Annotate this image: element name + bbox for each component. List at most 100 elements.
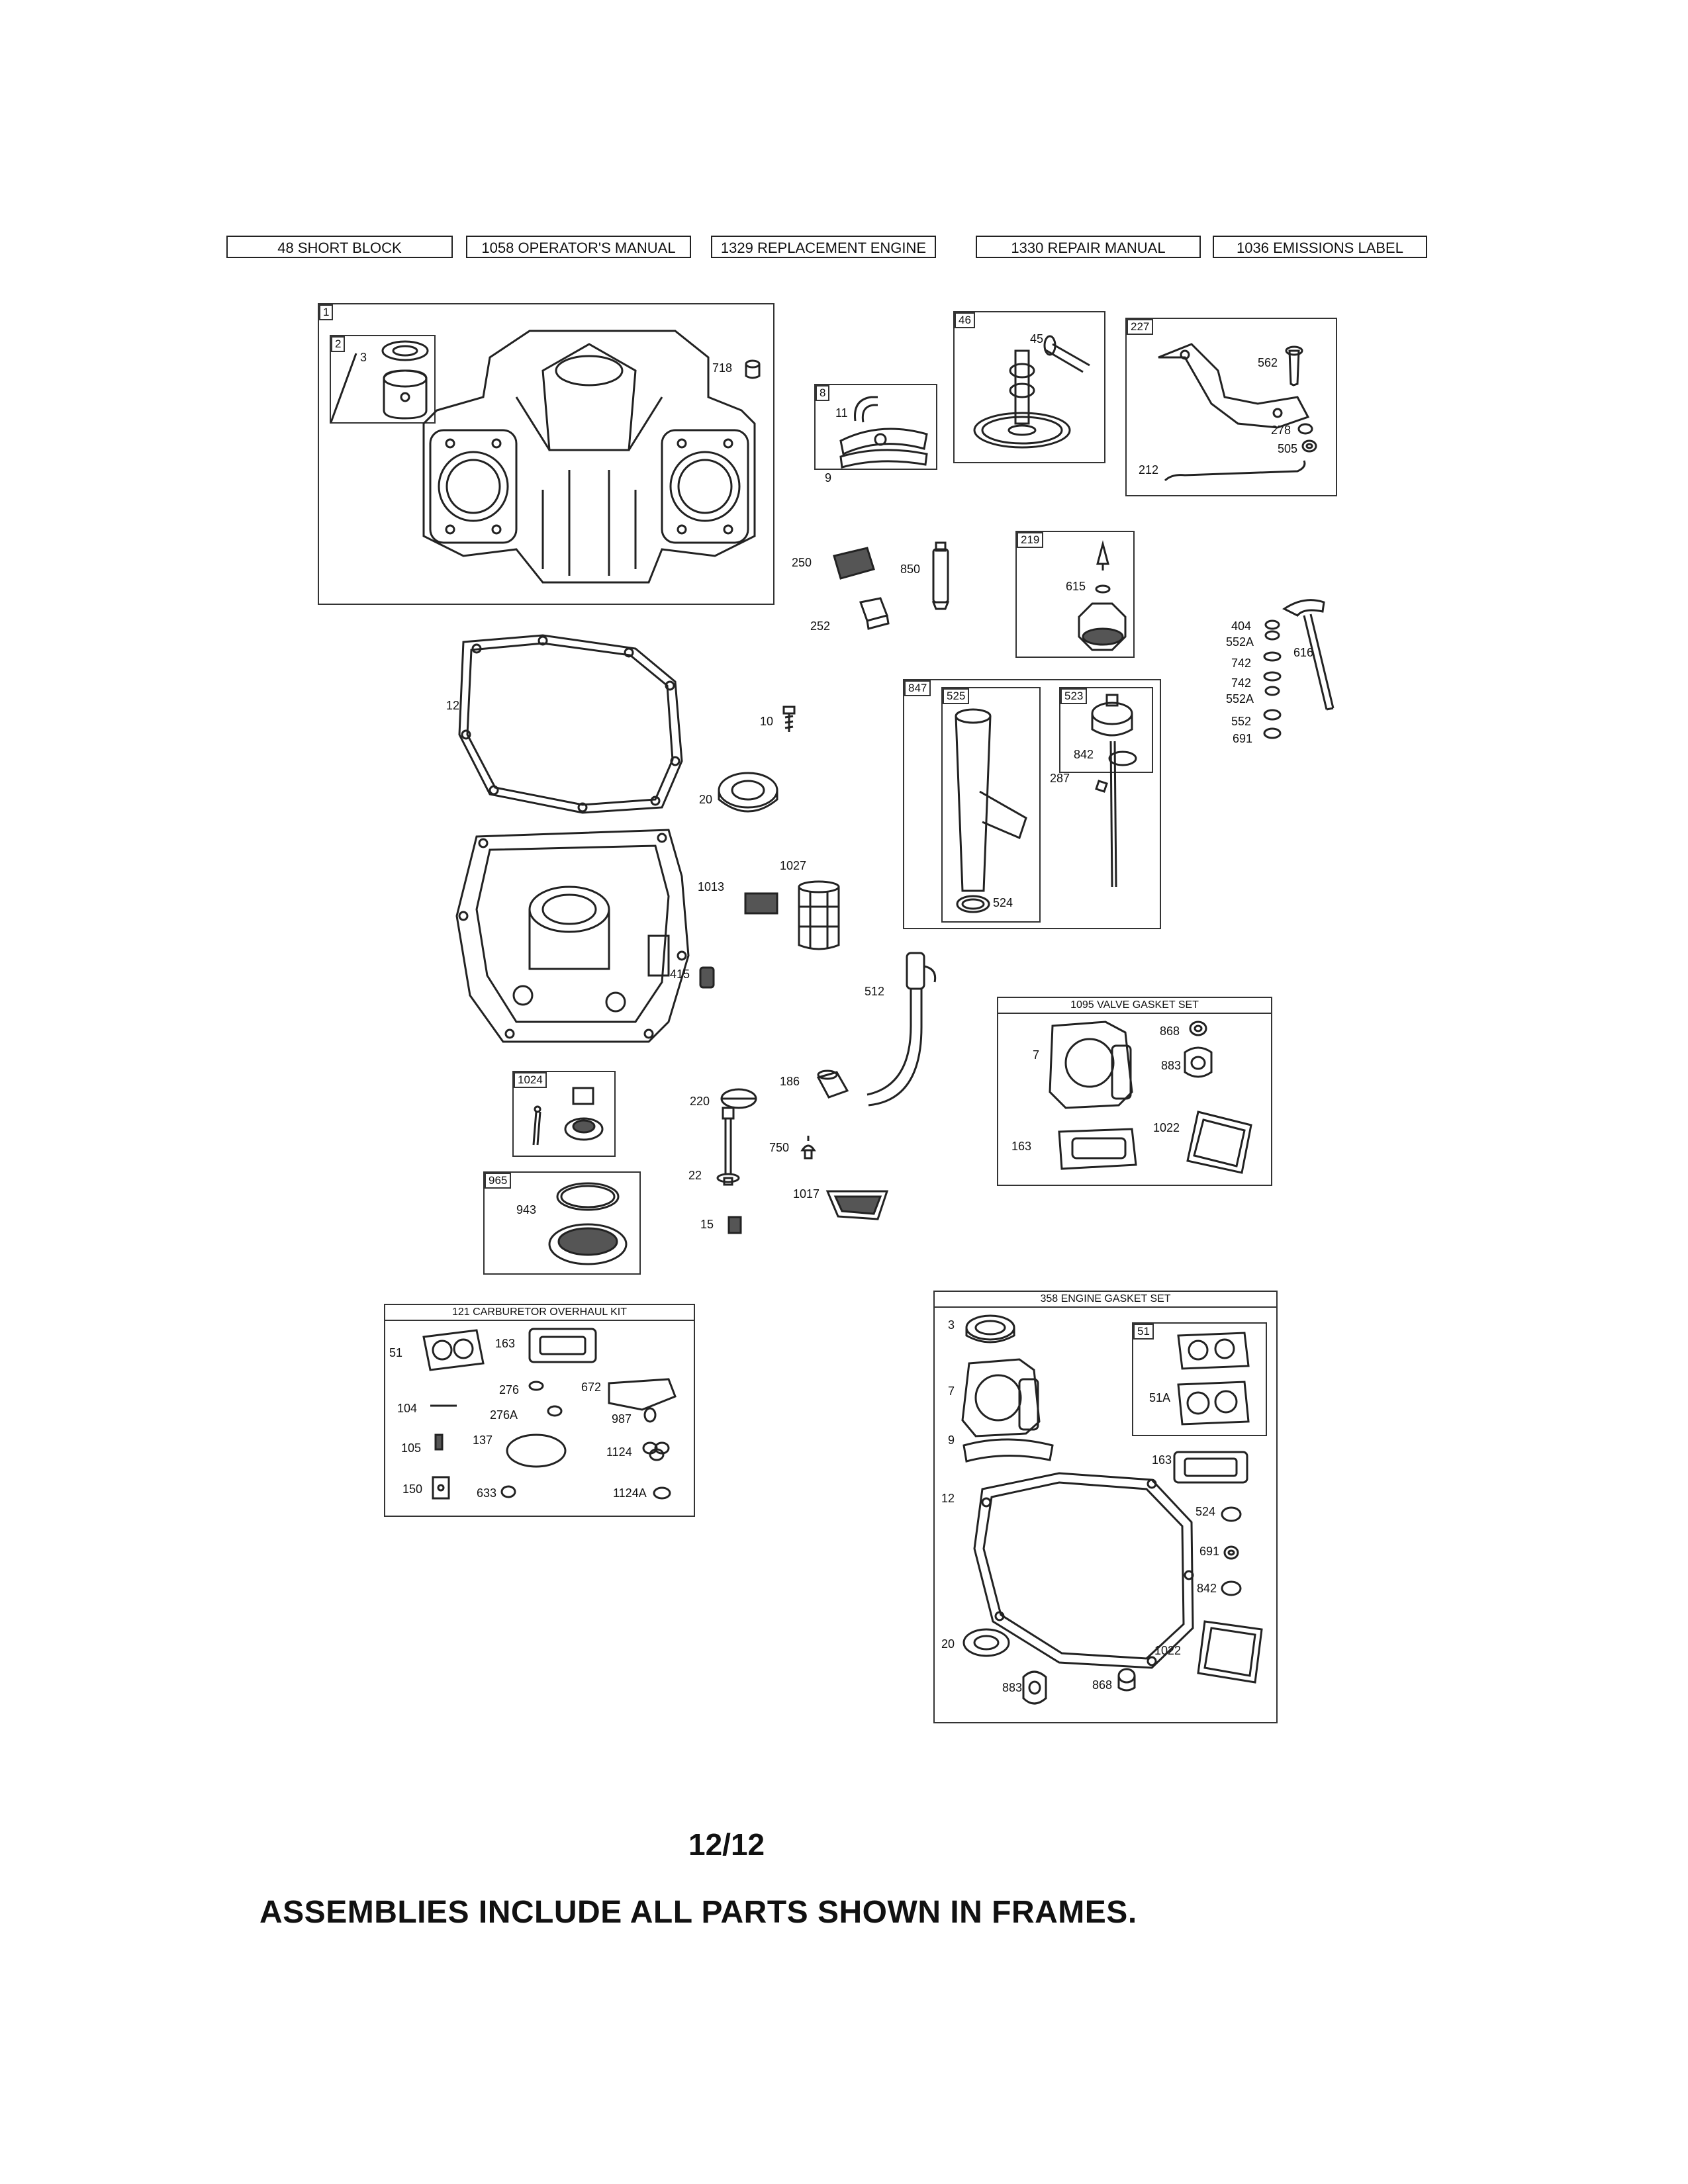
part-label: 633 <box>477 1486 497 1500</box>
frame-tag: 8 <box>816 385 830 401</box>
frame-oil-pump-cover: 965 <box>483 1171 641 1275</box>
oil-seal-icon <box>718 772 778 813</box>
hose-fitting-icon <box>816 1069 849 1099</box>
cylinder-block-icon <box>422 330 756 584</box>
part-label: 45 <box>1030 332 1044 345</box>
part-label: 105 <box>401 1441 422 1455</box>
crankcase-cover-icon <box>455 829 690 1043</box>
part-label: 868 <box>1092 1678 1113 1692</box>
frame-governor-lever: 227 <box>1125 318 1337 496</box>
frame-tag: 523 <box>1060 688 1088 704</box>
header-item-repair-manual: 1330 REPAIR MANUAL <box>976 236 1201 258</box>
part-label: 51 <box>389 1346 403 1359</box>
part-label: 562 <box>1258 356 1278 369</box>
part-label: 505 <box>1278 442 1298 455</box>
engine-gasket-set-icon <box>961 1314 1263 1705</box>
frame-carburetor-overhaul-kit: 121 CARBURETOR OVERHAUL KIT <box>384 1304 695 1517</box>
part-label: 524 <box>1196 1505 1216 1518</box>
dipstick-tube-icon <box>955 708 1027 913</box>
frame-camshaft: 46 <box>953 311 1105 463</box>
part-label: 512 <box>865 985 885 998</box>
frame-tag: 525 <box>943 688 970 704</box>
dowel-pin-icon <box>745 359 761 379</box>
frame-valve-gasket-set: 1095 VALVE GASKET SET <box>997 997 1272 1186</box>
header-item-short-block: 48 SHORT BLOCK <box>226 236 453 258</box>
part-label: 22 <box>688 1169 702 1182</box>
bolt-icon <box>716 1107 740 1186</box>
crankcase-gasket-icon <box>458 634 683 814</box>
part-label: 9 <box>825 471 832 484</box>
part-label: 883 <box>1161 1059 1182 1072</box>
piston-ring-seal-icon <box>381 340 429 420</box>
header-item-replacement-engine: 1329 REPLACEMENT ENGINE <box>711 236 936 258</box>
part-label: 10 <box>760 715 774 728</box>
governor-shaft-washers-icon <box>1263 599 1335 739</box>
part-label: 672 <box>581 1381 602 1394</box>
part-label: 842 <box>1197 1582 1217 1595</box>
frame-tag: 965 <box>485 1173 512 1189</box>
part-label: 552A <box>1226 635 1254 649</box>
dipstick-cap-icon <box>720 1088 757 1109</box>
frame-intake-gasket: 51 <box>1132 1322 1267 1436</box>
part-label: 1017 <box>793 1187 820 1201</box>
frame-oil-pump: 1024 <box>512 1071 616 1157</box>
part-label: 11 <box>835 406 848 420</box>
part-label: 1124 <box>606 1445 632 1459</box>
part-label: 137 <box>473 1433 493 1447</box>
part-label: 850 <box>900 563 921 576</box>
header-item-emissions-label: 1036 EMISSIONS LABEL <box>1213 236 1427 258</box>
frame-governor-gear: 219 <box>1015 531 1135 658</box>
screw-icon <box>800 1136 816 1160</box>
part-label: 1022 <box>1153 1121 1180 1134</box>
frame-tag: 847 <box>904 680 931 696</box>
governor-lever-icon <box>1158 343 1317 482</box>
part-label: 250 <box>792 556 812 569</box>
frame-tag: 227 <box>1127 319 1154 335</box>
part-label: 9 <box>948 1433 955 1447</box>
footer-note: ASSEMBLIES INCLUDE ALL PARTS SHOWN IN FR… <box>259 1895 1137 1930</box>
part-label: 104 <box>397 1402 418 1415</box>
frame-dipstick-tube-inner: 525 <box>941 687 1041 923</box>
part-label: 163 <box>495 1337 516 1350</box>
part-label: 691 <box>1199 1545 1220 1558</box>
frame-tag: 51 <box>1133 1324 1154 1340</box>
part-label: 12 <box>941 1492 955 1505</box>
screw-icon <box>782 705 796 732</box>
part-label: 1027 <box>780 859 807 872</box>
part-label: 552A <box>1226 692 1254 705</box>
part-label: 691 <box>1233 732 1253 745</box>
part-label: 20 <box>941 1637 955 1651</box>
carburetor-kit-parts-icon <box>422 1328 677 1500</box>
part-label: 615 <box>1066 580 1086 593</box>
page-number: 12/12 <box>688 1827 765 1862</box>
part-label: 15 <box>700 1218 714 1231</box>
baffle-icon <box>825 1190 889 1220</box>
part-label: 7 <box>1033 1048 1040 1062</box>
breather-assembly-icon <box>839 396 928 469</box>
part-label: 552 <box>1231 715 1252 728</box>
frame-engine-gasket-set: 358 ENGINE GASKET SET <box>933 1291 1278 1723</box>
dipstick-icon <box>1091 694 1137 887</box>
frame-title: 121 CARBURETOR OVERHAUL KIT <box>385 1305 694 1321</box>
part-label: 883 <box>1002 1681 1023 1694</box>
part-label: 276 <box>499 1383 520 1396</box>
part-label: 415 <box>670 968 690 981</box>
part-label: 287 <box>1050 772 1070 785</box>
valve-gasket-set-icon <box>1049 1021 1252 1174</box>
part-label: 742 <box>1231 657 1252 670</box>
part-label: 987 <box>612 1412 632 1426</box>
frame-piston: 2 <box>330 335 436 424</box>
part-label: 868 <box>1160 1024 1180 1038</box>
frame-cylinder-block: 1 <box>318 303 774 605</box>
part-label: 186 <box>780 1075 800 1088</box>
part-label: 212 <box>1139 463 1159 477</box>
header-item-operators-manual: 1058 OPERATOR'S MANUAL <box>466 236 691 258</box>
part-label: 252 <box>810 619 831 633</box>
frame-breather: 8 <box>814 384 937 470</box>
part-label: 150 <box>402 1482 423 1496</box>
part-label: 163 <box>1152 1453 1172 1467</box>
frame-title: 1095 VALVE GASKET SET <box>998 998 1271 1014</box>
part-label: 750 <box>769 1141 790 1154</box>
part-label: 1013 <box>698 880 725 893</box>
part-label: 1124A <box>613 1486 647 1500</box>
